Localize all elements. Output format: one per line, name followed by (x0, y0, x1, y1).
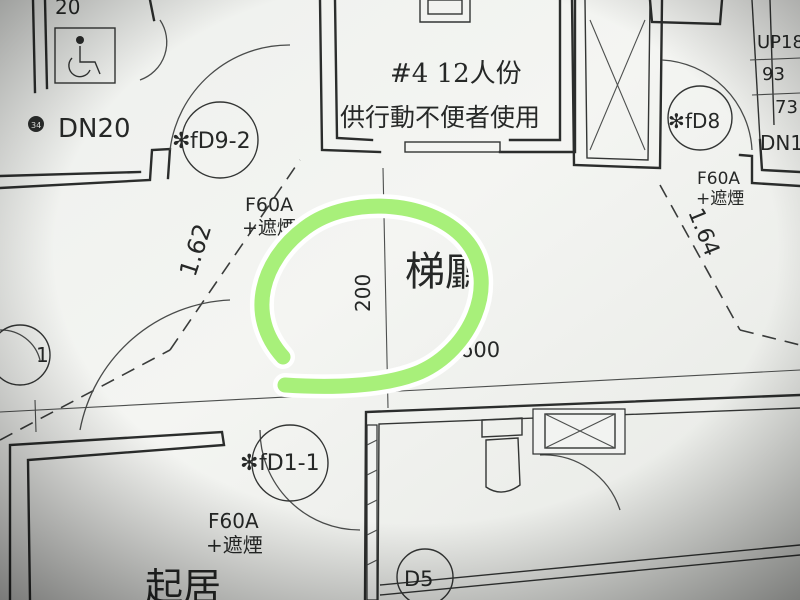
fd8-mark: ✻ (668, 109, 685, 133)
d5-label: D5 (404, 567, 434, 591)
fd9-mark: ✻ (172, 129, 190, 154)
pipe-dn18: DN18 (760, 131, 800, 155)
top-partial-number: 20 (55, 0, 80, 19)
fd9-label: fD9-2 (190, 129, 251, 154)
ring-marker-text: 34 (31, 121, 41, 130)
fd8-label: fD8 (685, 109, 720, 133)
pipe-dn20: DN20 (58, 114, 131, 144)
fd1-mark: ✻ (240, 451, 258, 476)
stair-up-value: 93 (762, 64, 785, 85)
fire-rating-left-line1: F60A (245, 194, 293, 216)
elevator-subtitle: 供行動不便者使用 (340, 103, 540, 132)
ring-marker: 34 (28, 116, 44, 132)
dimension-200: 200 (351, 274, 375, 312)
elevator-title: #4 12人份 (390, 59, 522, 89)
fire-rating-bottom-line2: +遮煙 (206, 533, 263, 557)
fire-rating-right-line1: F60A (697, 169, 740, 189)
fire-rating-bottom-line1: F60A (208, 509, 259, 533)
fd1-label: fD1-1 (259, 451, 320, 476)
bottom-room-label: 起居 (145, 565, 221, 600)
stair-up-label: UP18 (757, 32, 800, 53)
stair-73: 73 (775, 97, 798, 118)
partial-tag-number: 1 (36, 343, 49, 367)
